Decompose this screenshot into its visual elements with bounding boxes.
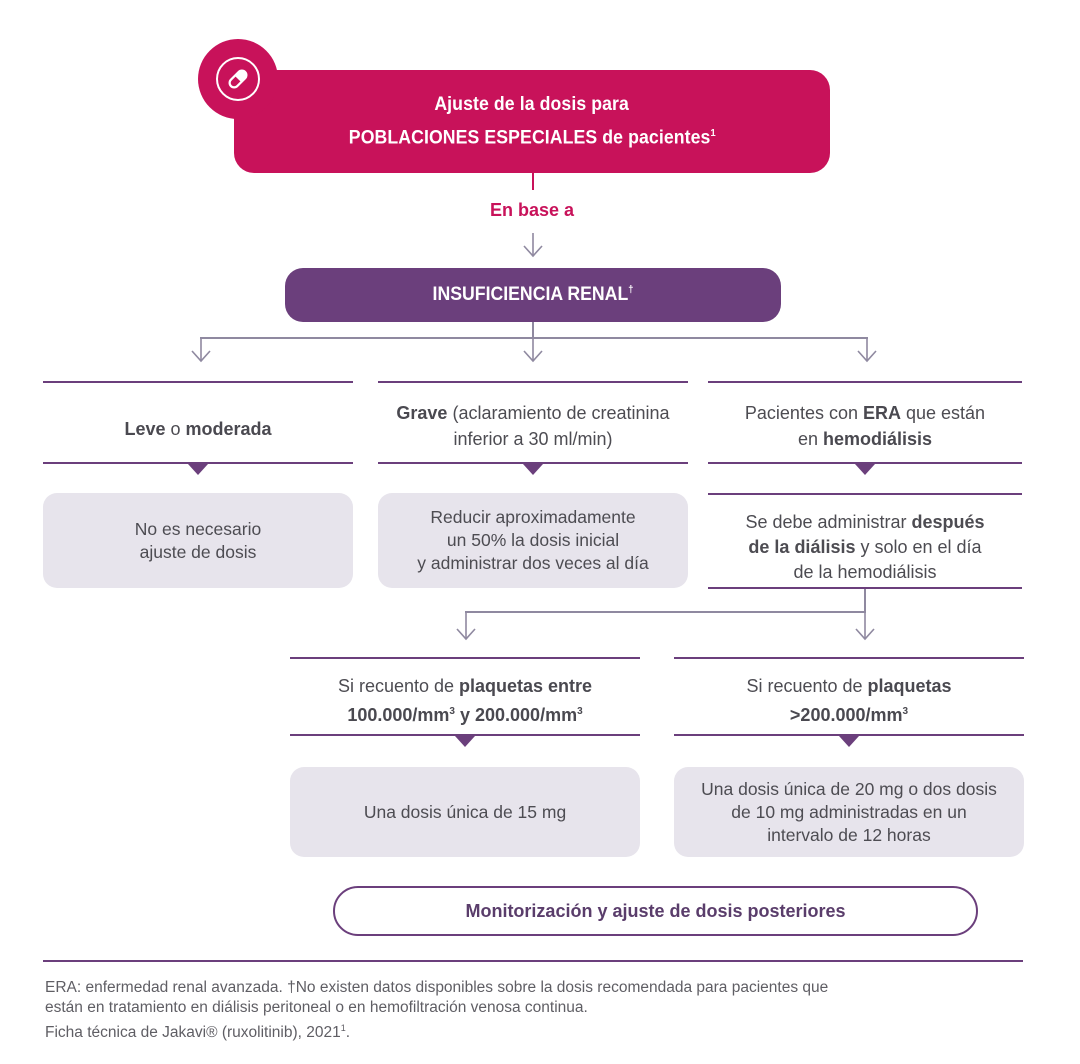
triangle-pointer (188, 464, 208, 475)
result-box-15mg: Una dosis única de 15 mg (290, 767, 640, 857)
footnote: ERA: enfermedad renal avanzada. †No exis… (45, 978, 1025, 1043)
branch-horizontal (465, 611, 866, 613)
pill-icon (216, 57, 260, 101)
column-bottom-rule (708, 462, 1022, 464)
footer-rule (43, 960, 1023, 962)
footnote-line3: Ficha técnica de Jakavi® (ruxolitinib), … (45, 1023, 351, 1042)
connector-label: En base a (489, 200, 575, 220)
branch-horizontal (200, 337, 868, 339)
dialysis-bottom-rule (708, 587, 1022, 589)
branch-stem (864, 589, 866, 612)
header-title-line1: Ajuste de la dosis para (434, 94, 630, 116)
column-top-rule (708, 381, 1022, 383)
header-box: Ajuste de la dosis para POBLACIONES ESPE… (234, 70, 830, 173)
column-bottom-rule (43, 462, 353, 464)
branch-stem (532, 322, 534, 338)
platelets-top-rule (290, 657, 640, 659)
down-arrow-icon (523, 233, 543, 258)
platelets-high-label: Si recuento de plaquetas>200.000/mm3 (746, 676, 952, 725)
connector-line (532, 173, 534, 190)
down-arrow-icon (456, 611, 476, 641)
triangle-pointer (455, 736, 475, 747)
monitoring-box: Monitorización y ajuste de dosis posteri… (333, 886, 978, 936)
triangle-pointer (839, 736, 859, 747)
footnote-line2: están en tratamiento en diálisis periton… (45, 999, 588, 1016)
monitoring-label: Monitorización y ajuste de dosis posteri… (465, 900, 846, 921)
platelets-bottom-rule (290, 734, 640, 736)
triangle-pointer (523, 464, 543, 475)
platelets-top-rule (674, 657, 1024, 659)
column-bottom-rule (378, 462, 688, 464)
down-arrow-icon (855, 611, 875, 641)
main-category-label: INSUFICIENCIA RENAL (432, 284, 629, 305)
header-title-line2: POBLACIONES ESPECIALES de pacientes1 (348, 127, 716, 149)
dialysis-top-rule (708, 493, 1022, 495)
down-arrow-icon (191, 337, 211, 363)
category-mild-moderate: Leve o moderada (124, 419, 272, 439)
footnote-line1: ERA: enfermedad renal avanzada. †No exis… (45, 979, 829, 996)
triangle-pointer (855, 464, 875, 475)
pill-icon-badge (198, 39, 278, 119)
column-top-rule (378, 381, 688, 383)
down-arrow-icon (523, 337, 543, 363)
main-category-box: INSUFICIENCIA RENAL† (285, 268, 781, 322)
platelets-bottom-rule (674, 734, 1024, 736)
down-arrow-icon (857, 337, 877, 363)
column-top-rule (43, 381, 353, 383)
